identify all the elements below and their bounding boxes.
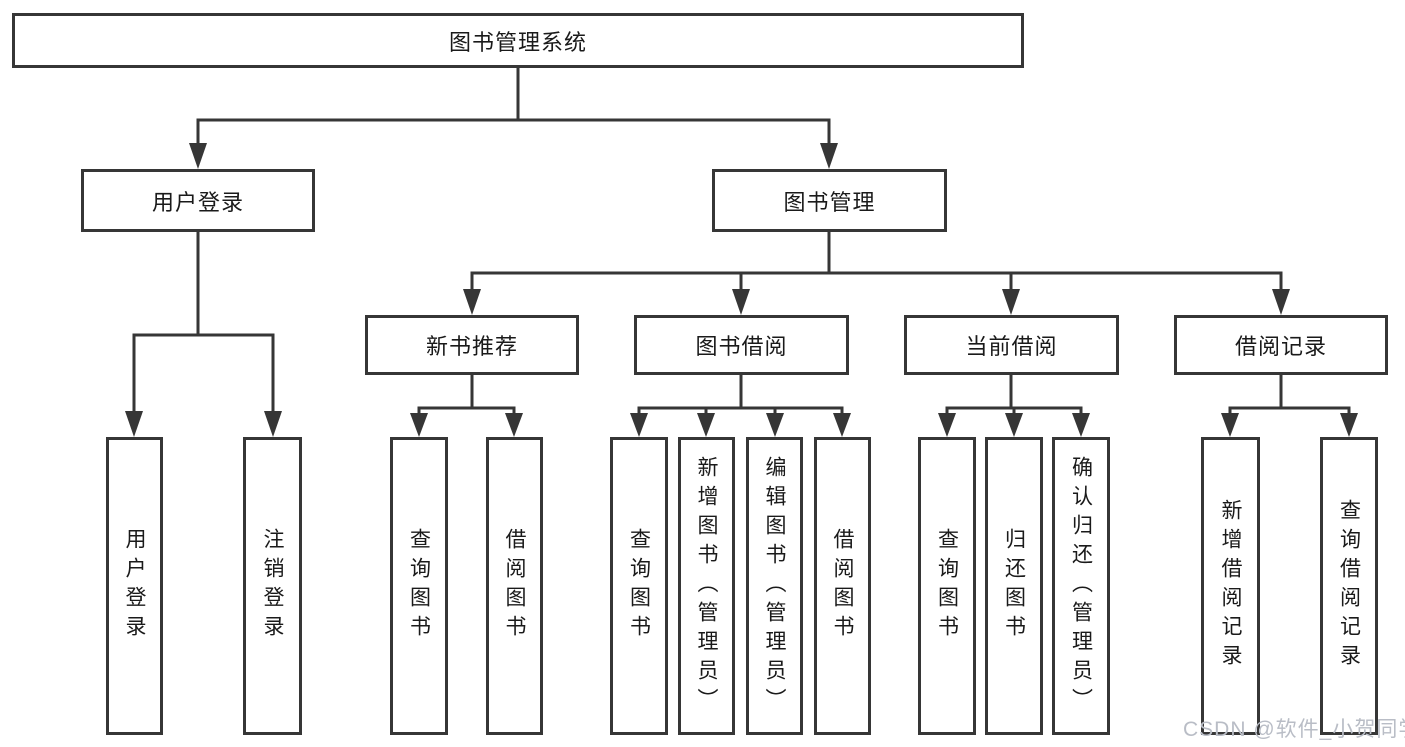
node-book-management: 图书管理	[712, 169, 947, 232]
connector-new-book-recommend	[410, 375, 523, 437]
connector-current-borrow	[938, 375, 1090, 437]
leaf-label: 查询图书	[407, 528, 431, 644]
leaf-label: 用户登录	[123, 528, 146, 644]
leaf-label: 查询图书	[935, 528, 959, 644]
leaf-borrow-edit-books-admin: 编辑图书（管理员）	[746, 437, 803, 735]
node-current-borrow: 当前借阅	[904, 315, 1119, 375]
connector-user-login	[125, 232, 282, 437]
leaf-label: 编辑图书（管理员）	[763, 455, 786, 717]
leaf-borrow-query-books: 查询图书	[610, 437, 668, 735]
leaf-current-return-books: 归还图书	[985, 437, 1043, 735]
node-label: 新书推荐	[425, 334, 518, 359]
leaf-records-add-record: 新增借阅记录	[1201, 437, 1260, 735]
leaf-label: 注销登录	[261, 528, 284, 644]
csdn-watermark: CSDN @软件_小贺同学	[1183, 718, 1405, 741]
leaf-current-confirm-return-admin: 确认归还（管理员）	[1052, 437, 1110, 735]
connector-book-borrow	[630, 375, 851, 437]
leaf-label: 确认归还（管理员）	[1069, 455, 1093, 717]
connector-root	[189, 68, 838, 169]
leaf-label: 查询借阅记录	[1337, 499, 1361, 673]
leaf-borrow-add-books-admin: 新增图书（管理员）	[678, 437, 735, 735]
node-user-login: 用户登录	[81, 169, 315, 232]
leaf-records-query-record: 查询借阅记录	[1320, 437, 1378, 735]
node-label: 图书管理	[783, 189, 876, 215]
node-book-borrow: 图书借阅	[634, 315, 849, 375]
node-label: 图书管理系统	[448, 29, 587, 55]
leaf-recommend-borrow-books: 借阅图书	[486, 437, 543, 735]
node-label: 用户登录	[151, 189, 244, 215]
leaf-label: 新增图书（管理员）	[695, 455, 718, 717]
leaf-label: 借阅图书	[503, 528, 526, 644]
leaf-label: 归还图书	[1002, 528, 1026, 644]
leaf-recommend-query-books: 查询图书	[390, 437, 448, 735]
leaf-current-query-books: 查询图书	[918, 437, 976, 735]
leaf-logout: 注销登录	[243, 437, 302, 735]
node-library-system: 图书管理系统	[12, 13, 1024, 68]
leaf-label: 新增借阅记录	[1219, 499, 1242, 673]
leaf-label: 借阅图书	[831, 528, 854, 644]
connector-borrow-records	[1221, 375, 1358, 437]
node-label: 图书借阅	[695, 334, 788, 359]
leaf-label: 查询图书	[627, 528, 651, 644]
leaf-user-login: 用户登录	[106, 437, 163, 735]
connector-book-management	[463, 232, 1290, 315]
node-borrow-records: 借阅记录	[1174, 315, 1388, 375]
node-label: 当前借阅	[965, 334, 1058, 359]
node-new-book-recommend: 新书推荐	[365, 315, 579, 375]
node-label: 借阅记录	[1234, 334, 1327, 359]
leaf-borrow-borrow-books: 借阅图书	[814, 437, 871, 735]
